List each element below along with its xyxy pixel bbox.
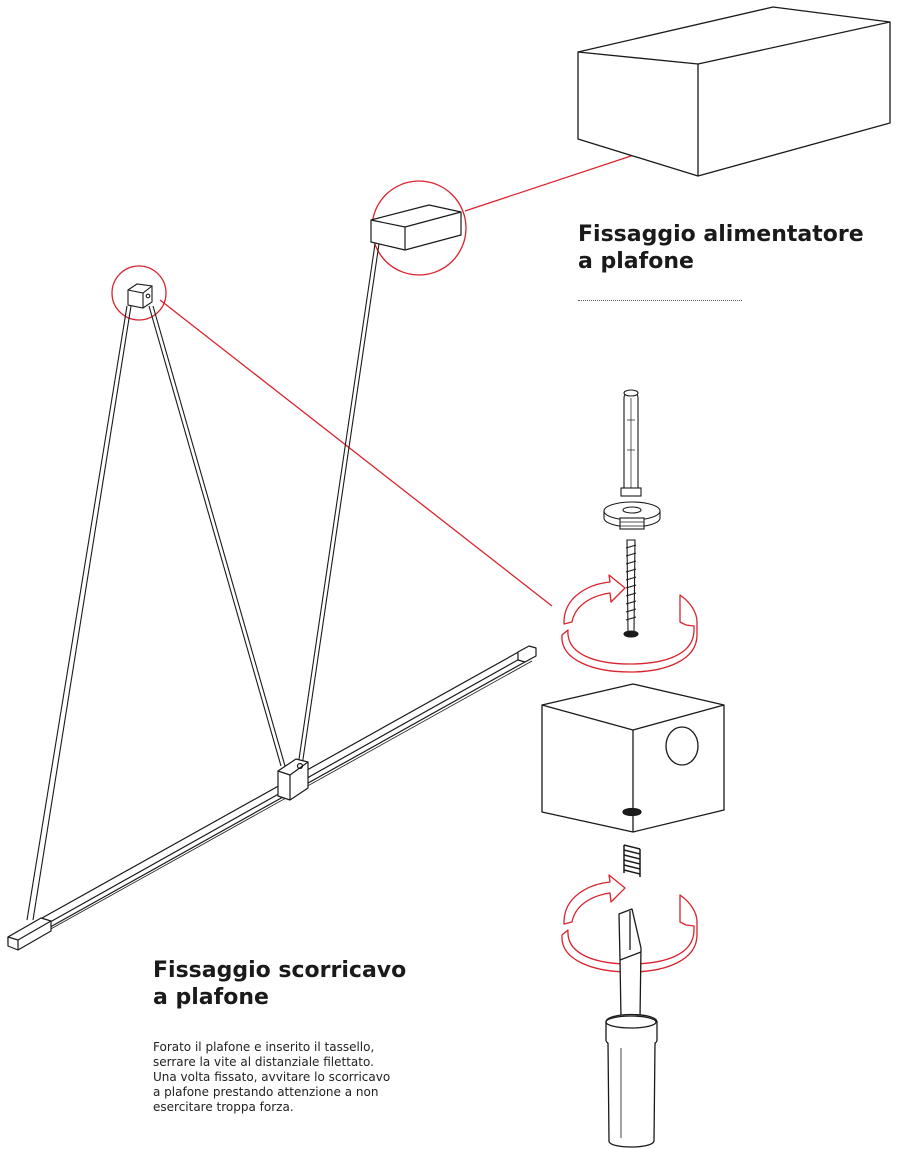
- description-line: esercitare troppa forza.: [153, 1100, 294, 1114]
- power-box-large: [577, 6, 891, 177]
- cable-holder-heading: Fissaggio scorricavo a plafone: [153, 958, 453, 1012]
- cable-holder-heading-line2: a plafone: [153, 984, 269, 1010]
- cable-holder-cube: [541, 683, 725, 833]
- description-line: Forato il plafone e inserito il tassello…: [153, 1040, 375, 1054]
- linear-lamp: [7, 645, 537, 951]
- description-line: a plafone prestando attenzione a non: [153, 1085, 379, 1099]
- spring-icon: [623, 844, 641, 877]
- suspension-cables: [26, 243, 380, 921]
- wall-anchor: [620, 389, 642, 497]
- power-box-small: [370, 204, 462, 251]
- ceiling-disc: [603, 501, 661, 530]
- cable-holder-heading-line1: Fissaggio scorricavo: [153, 958, 407, 983]
- power-mount-heading-line2: a plafone: [578, 248, 694, 274]
- screw-icon: [623, 539, 639, 638]
- dotted-separator: [578, 300, 742, 301]
- callout-circle-holder: [111, 265, 167, 321]
- callout-line-holder: [159, 299, 553, 607]
- cable-holder-small: [127, 283, 153, 309]
- description-line: serrare la vite al distanziale filettato…: [153, 1055, 374, 1069]
- description-line: Una volta fissato, avvitare lo scorricav…: [153, 1070, 391, 1084]
- power-mount-heading-line1: Fissaggio alimentatore: [578, 222, 864, 247]
- callout-line-power: [464, 153, 638, 212]
- power-mount-heading: Fissaggio alimentatore a plafone: [578, 222, 878, 276]
- cable-holder-description: Forato il plafone e inserito il tassello…: [153, 1040, 445, 1115]
- rotation-arrow-icon: [561, 574, 698, 673]
- screwdriver-icon: [605, 908, 658, 1148]
